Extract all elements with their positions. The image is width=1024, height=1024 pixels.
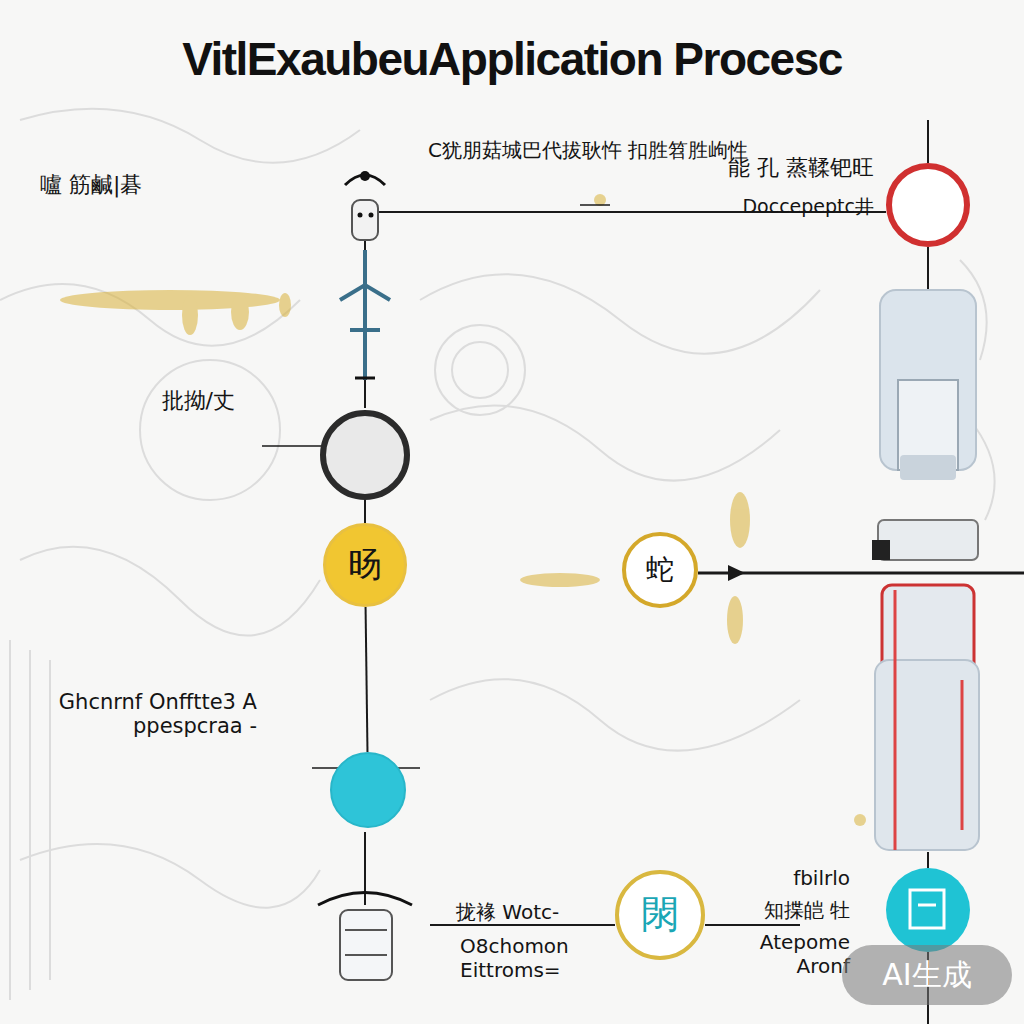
node-label: 批拗/丈	[85, 388, 235, 413]
circle-shape	[331, 753, 405, 827]
barrel-icon	[318, 893, 412, 981]
circle-shape	[889, 166, 967, 244]
connector-line	[360, 120, 1024, 1024]
node-label: Doccepeptc井	[610, 196, 874, 218]
person-icon	[340, 171, 390, 380]
connector	[366, 607, 368, 752]
text-label: fbilrlo	[740, 866, 850, 890]
process-circle: 蛇	[622, 532, 698, 608]
leader-line	[262, 205, 610, 768]
text-label: 知揲皑 牡	[720, 898, 850, 922]
circle-outline	[886, 163, 970, 247]
node-glyph: 閖	[615, 870, 705, 960]
cylinder-illustration	[880, 290, 976, 480]
text-label: C犹朋菇城巴代拔耿忤 扣胜笤胜岣性	[428, 138, 868, 162]
node-glyph: 蛇	[622, 532, 698, 608]
text-label: 拢褖 Wotc-	[456, 900, 616, 924]
icon-circle	[886, 868, 970, 952]
process-circle: 閖	[615, 870, 705, 960]
diagram-title: VitlExaubeuApplication Procesc	[40, 32, 984, 86]
arrow-head	[728, 565, 745, 581]
process-circle: Ghcnrnf Onfftte3 A ppespcraa -	[330, 752, 406, 828]
text-label: 嚧 筋鹹|碁	[40, 172, 240, 198]
process-circle: 旸	[323, 523, 407, 607]
watermark: AI生成	[842, 945, 1012, 1005]
process-circle: 能 孔 蒸鞣钯旺Doccepeptc井	[886, 163, 970, 247]
ornament-pattern	[0, 109, 995, 1000]
cylinder-illustration	[872, 520, 979, 850]
node-glyph: 旸	[323, 523, 407, 607]
node-label: Ghcnrnf Onfftte3 A ppespcraa -	[42, 690, 257, 738]
circle-shape	[323, 413, 407, 497]
connector	[364, 500, 366, 523]
circle-outline	[330, 752, 406, 828]
circle-outline	[320, 410, 410, 500]
text-label: Atepome Aronf	[740, 930, 850, 978]
process-circle: 批拗/丈	[320, 410, 410, 500]
text-label: O8chomon Eittroms=	[460, 934, 585, 982]
